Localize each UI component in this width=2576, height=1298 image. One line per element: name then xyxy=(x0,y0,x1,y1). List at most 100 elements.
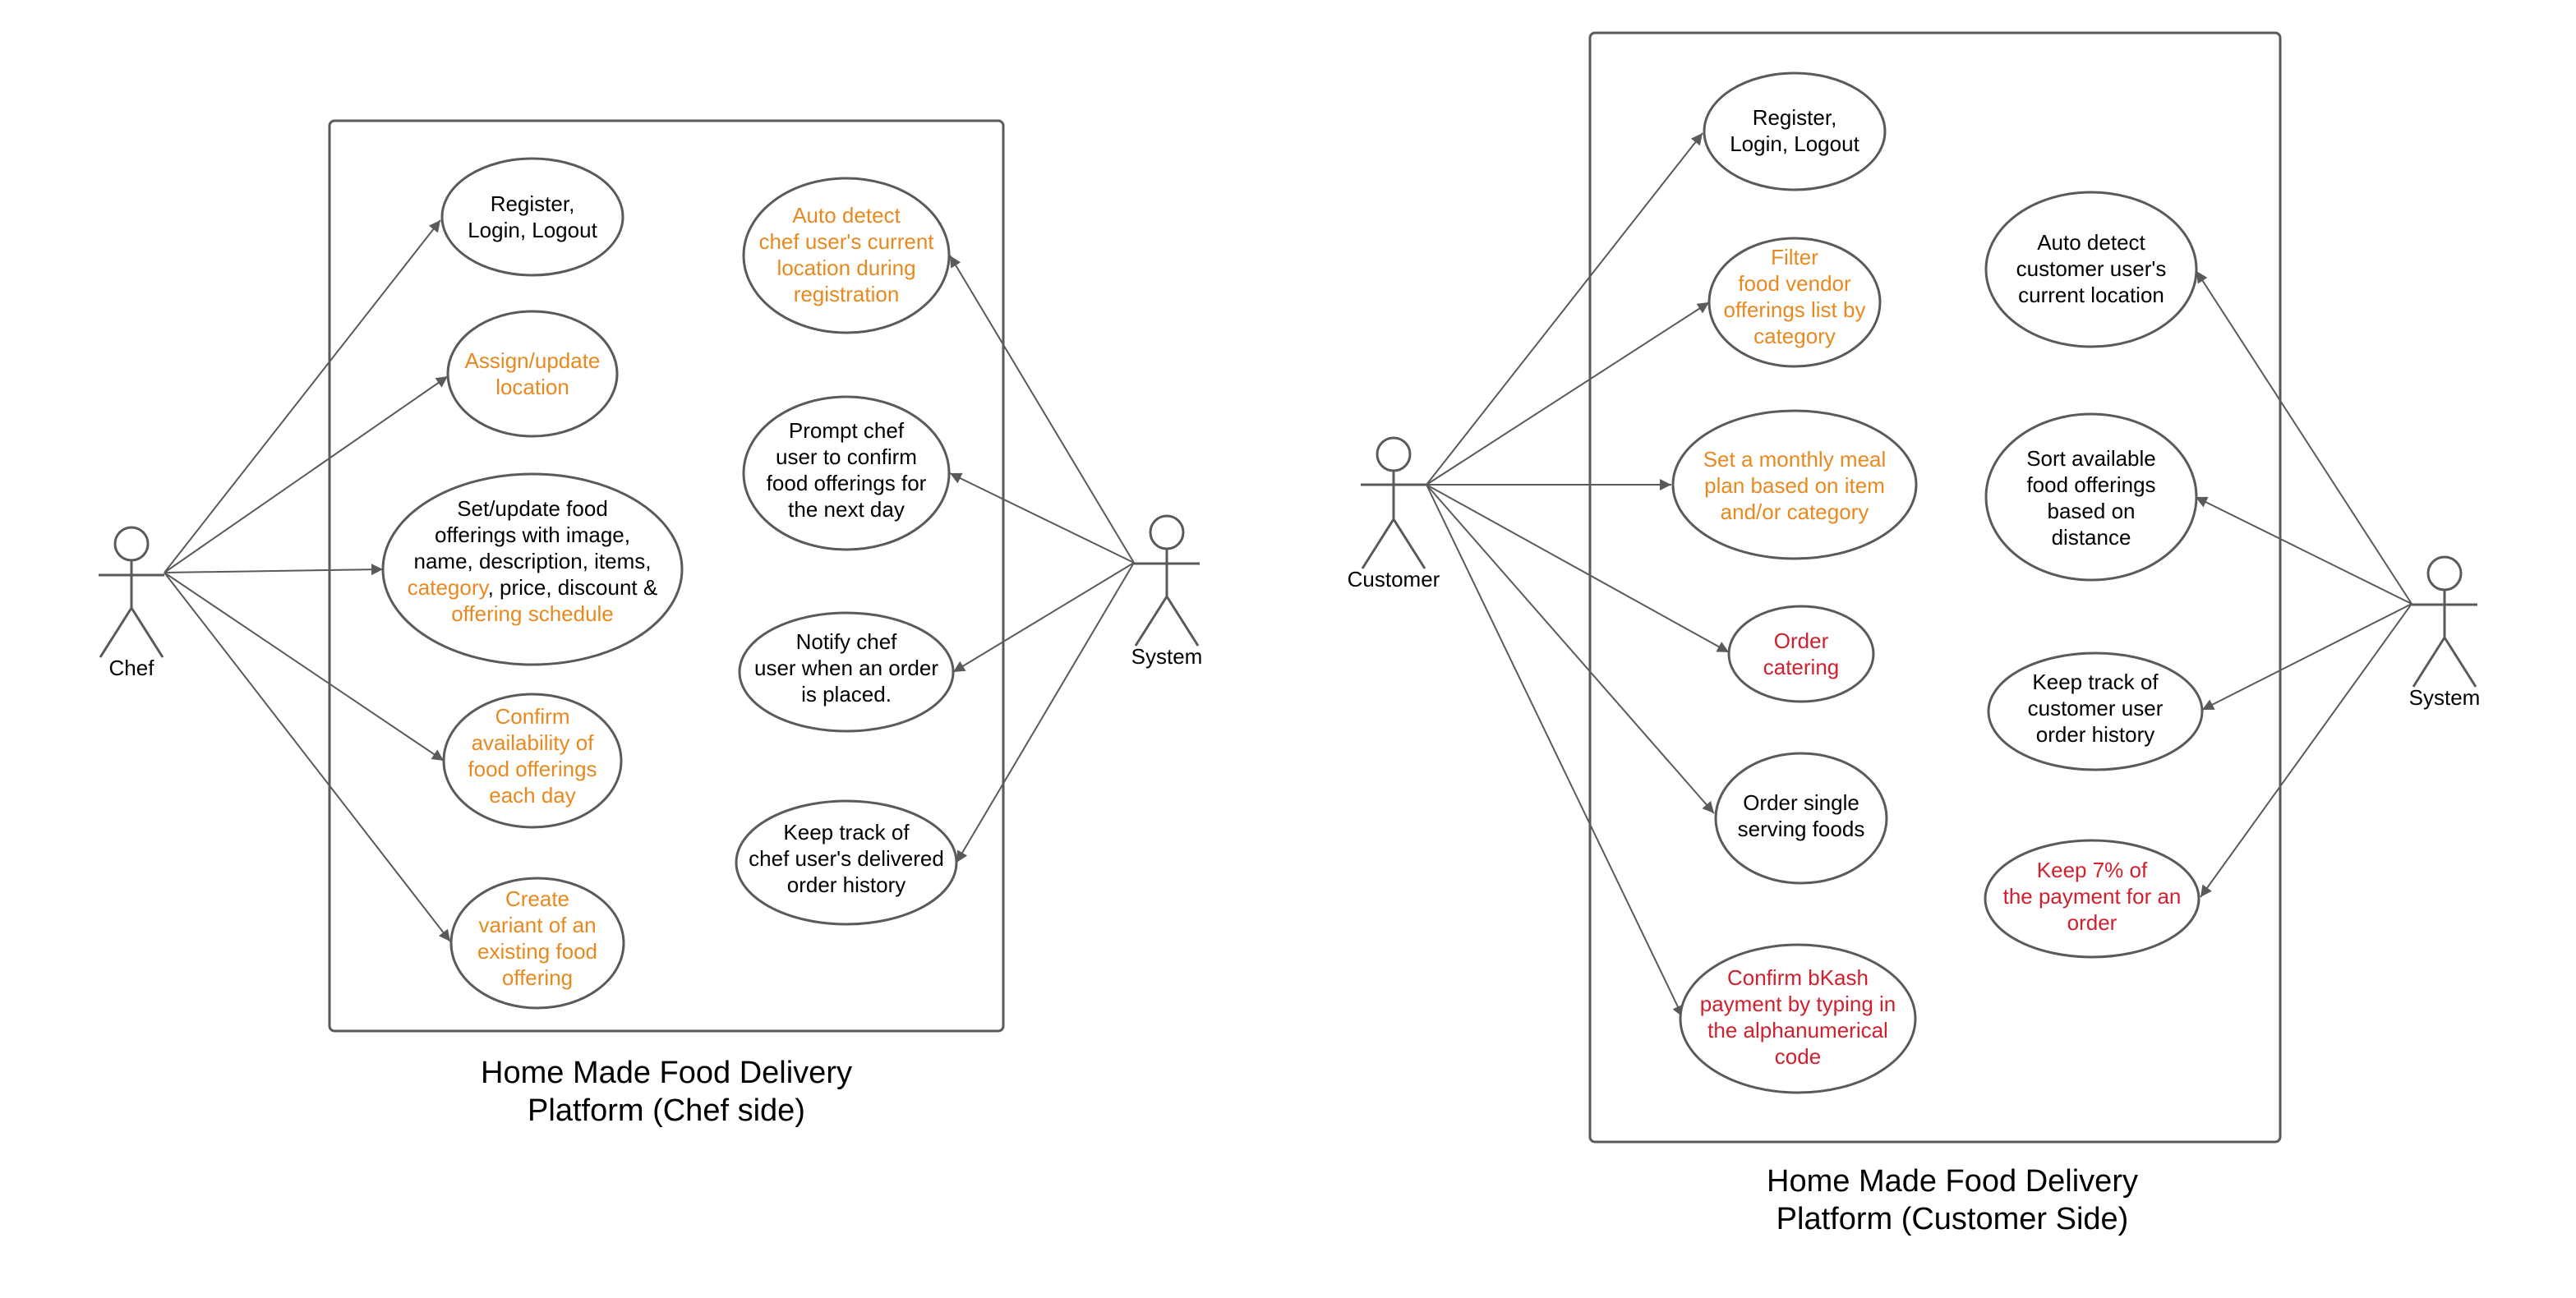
chef-system-actor-label: System xyxy=(1131,644,1203,669)
usecase-label-segment: Login, Logout xyxy=(468,218,597,242)
usecase-label-segment: food offerings xyxy=(468,757,597,781)
usecase-ellipse-sort-offerings xyxy=(1984,412,2198,582)
usecase-ellipse-order-single xyxy=(1714,752,1888,885)
usecase-label-segment: serving foods xyxy=(1738,817,1865,841)
customer-to-confirm-bkash-arrow xyxy=(1426,484,1684,1018)
usecase-label-segment: Auto detect xyxy=(792,203,901,228)
customer-to-order-catering-arrow xyxy=(1426,484,1730,653)
customer-to-order-single-arrow xyxy=(1426,484,1715,814)
usecase-label-segment: the payment for an xyxy=(2003,884,2182,909)
usecase-label-segment: current location xyxy=(2018,283,2164,307)
usecase-label-segment: Confirm bKash xyxy=(1727,965,1869,990)
chef-to-register-arrow xyxy=(164,219,441,573)
system-to-keep-percent-arrow xyxy=(2200,603,2412,898)
usecase-ellipse-register xyxy=(440,157,624,277)
usecase-ellipse-track-history xyxy=(1987,651,2204,771)
usecase-label-segment: Confirm xyxy=(495,704,569,729)
usecase-ellipse-confirm-bkash xyxy=(1679,943,1917,1094)
usecase-label-segment: order history xyxy=(787,872,906,897)
customer-system-actor-icon xyxy=(2412,555,2477,688)
system-to-track-delivered-arrow xyxy=(956,562,1135,863)
chef-system-actor-icon xyxy=(1134,514,1200,647)
system-to-track-history-arrow xyxy=(2201,603,2412,711)
chef-diagram-title-line2: Platform (Chef side) xyxy=(528,1093,805,1128)
usecase-label-segment: Login, Logout xyxy=(1730,131,1859,156)
customer-system-boundary xyxy=(1588,31,2282,1144)
usecase-label-segment: offerings list by xyxy=(1724,297,1866,322)
usecase-label-segment: Order single xyxy=(1743,790,1859,815)
usecase-ellipse-filter xyxy=(1707,237,1882,368)
usecase-label-segment: food offerings xyxy=(2026,472,2155,497)
usecase-label-segment: chef user's current xyxy=(758,229,934,254)
chef-to-set-offerings-arrow xyxy=(164,564,384,576)
usecase-ellipse-confirm-availability xyxy=(442,693,623,829)
usecase-label-segment: Prompt chef xyxy=(789,418,905,443)
chef-to-assign-location-arrow xyxy=(164,375,449,573)
usecase-label-segment: availability of xyxy=(472,730,595,755)
usecase-ellipse-meal-plan xyxy=(1671,409,1918,560)
usecase-label-segment: is placed. xyxy=(801,682,892,707)
usecase-label-segment: existing food xyxy=(477,939,597,964)
usecase-ellipse-assign-location xyxy=(446,310,619,438)
usecase-label-segment: Filter xyxy=(1771,245,1818,269)
usecase-label-segment: catering xyxy=(1763,655,1840,679)
usecase-ellipse-track-delivered xyxy=(735,799,958,926)
usecase-label-segment: the alphanumerical xyxy=(1707,1018,1888,1043)
usecase-ellipse-customer-register xyxy=(1703,71,1887,191)
customer-actor-label: Customer xyxy=(1348,567,1440,591)
system-to-prompt-confirm-arrow xyxy=(949,472,1135,564)
chef-connectors xyxy=(164,219,1135,942)
usecase-label-segment: code xyxy=(1775,1044,1821,1069)
usecase-label-segment: Keep 7% of xyxy=(2037,858,2148,882)
usecase-label-segment: and/or category xyxy=(1721,499,1869,524)
usecase-ellipse-notify-order xyxy=(738,611,955,733)
usecase-customer-register: Register,Login, Logout xyxy=(1730,105,1859,156)
chef-system-boundary xyxy=(328,119,1005,1033)
usecase-label-segment: Auto detect xyxy=(2037,230,2145,255)
usecase-label-segment: order history xyxy=(2036,722,2155,747)
usecase-ellipse-customer-auto-detect xyxy=(1984,191,2198,348)
usecase-label-segment: , price, discount & xyxy=(488,575,658,600)
usecase-label-segment: Set/update food xyxy=(457,496,608,521)
usecase-label-segment: each day xyxy=(489,783,576,808)
usecase-ellipse-set-offerings xyxy=(381,472,684,666)
usecase-ellipse-auto-detect xyxy=(742,177,951,334)
customer-diagram-title-line1: Home Made Food Delivery xyxy=(1767,1164,2138,1199)
usecase-label-segment: Create xyxy=(505,886,569,911)
usecase-label-segment: offerings with image, xyxy=(435,522,630,547)
usecase-label-segment: variant of an xyxy=(478,913,596,937)
usecase-ellipse-create-variant xyxy=(449,877,625,1010)
system-to-sort-offerings-arrow xyxy=(2195,496,2412,605)
system-to-auto-detect-customer-arrow xyxy=(2196,270,2412,605)
chef-to-confirm-availability-arrow xyxy=(164,572,445,762)
usecase-label-segment: plan based on item xyxy=(1704,473,1885,498)
customer-system-actor-label: System xyxy=(2409,685,2481,710)
usecase-label-segment: user when an order xyxy=(754,656,938,680)
customer-connectors xyxy=(1426,132,2412,1018)
customer-to-register-arrow xyxy=(1426,132,1703,486)
usecase-label-segment: distance xyxy=(2052,525,2131,550)
usecase-label-segment: Register, xyxy=(491,191,575,216)
usecase-ellipse-order-catering xyxy=(1727,605,1875,703)
usecase-label-segment: customer user xyxy=(2028,696,2164,720)
usecase-label-segment: offering xyxy=(502,965,573,990)
usecase-label-segment: Keep track of xyxy=(2032,670,2159,694)
usecase-label-segment: order xyxy=(2067,910,2117,935)
